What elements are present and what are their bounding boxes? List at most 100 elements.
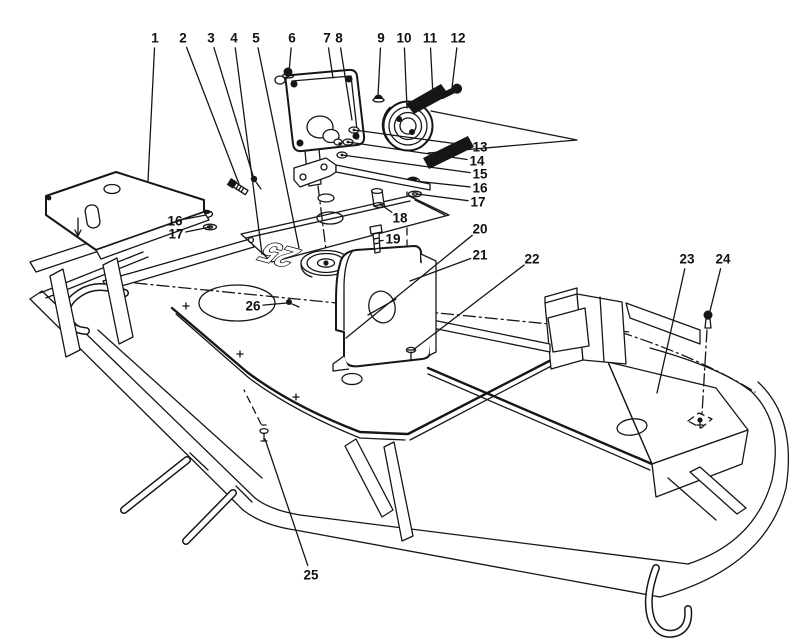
- leader-line: [264, 438, 309, 567]
- callout-number: 11: [423, 31, 438, 46]
- callout-number: 19: [385, 232, 400, 247]
- spacer-18-icon: [370, 187, 386, 209]
- callout-number: 24: [715, 252, 731, 267]
- chute-blade: [689, 466, 747, 515]
- deck-oval-hole-center: [341, 372, 363, 386]
- left-fins: [49, 257, 134, 358]
- bolt-2-icon: [226, 178, 249, 196]
- callout-number: 14: [469, 154, 485, 169]
- leader-line: [414, 180, 471, 188]
- callout-19: 19: [378, 232, 401, 247]
- callout-5: 5: [252, 31, 300, 249]
- leader-line: [257, 47, 300, 249]
- leader-line: [353, 129, 471, 147]
- bolt-24-icon: [701, 310, 713, 415]
- screw-25-icon: [243, 389, 269, 442]
- callout-number: 3: [207, 31, 215, 46]
- callout-number: 4: [230, 31, 238, 46]
- callout-11: 11: [423, 31, 438, 97]
- screw-22-icon: [405, 346, 417, 361]
- callout-number: 23: [679, 252, 695, 267]
- leader-line: [234, 47, 263, 255]
- leader-line: [656, 268, 686, 394]
- callout-15: 15: [341, 154, 488, 182]
- callout-number: 9: [377, 31, 385, 46]
- output-cone: [306, 115, 343, 146]
- screw-26-icon: [286, 299, 300, 308]
- plate-arrow-mark: [74, 217, 82, 237]
- belt-cover-bracket: [332, 245, 437, 372]
- callout-number: 18: [392, 211, 408, 226]
- callout-25: 25: [264, 438, 319, 583]
- drive-pulley: [381, 100, 434, 152]
- callout-number: 12: [450, 31, 465, 46]
- callout-number: 7: [323, 31, 331, 46]
- callout-number: 16: [167, 214, 183, 229]
- callout-24: 24: [708, 252, 731, 316]
- dome-nut-9-icon: [372, 94, 385, 103]
- leader-line: [147, 47, 156, 182]
- callout-23: 23: [656, 252, 695, 394]
- callout-7: 7: [323, 31, 334, 79]
- callout-16: 16: [167, 214, 207, 229]
- callout-10: 10: [396, 31, 412, 109]
- callout-2: 2: [179, 31, 240, 185]
- leader-line: [339, 47, 353, 121]
- bolt-19-icon: [369, 224, 383, 254]
- cover-plate: [45, 171, 210, 260]
- seat-screw-icon: [696, 417, 704, 429]
- deck-oval-hole-right: [616, 418, 648, 436]
- leader-line: [451, 47, 458, 89]
- leader-line: [262, 302, 288, 306]
- callout-number: 25: [303, 568, 319, 583]
- callout-number: 13: [472, 140, 488, 155]
- callout-number: 20: [472, 222, 487, 237]
- leader-line: [347, 141, 468, 161]
- bolt-target-outline: [687, 412, 713, 429]
- mount-prongs: [120, 452, 253, 545]
- leader-line: [429, 47, 434, 97]
- leader-line: [403, 47, 408, 109]
- callout-number: 2: [179, 31, 187, 46]
- leader-line: [185, 46, 240, 185]
- callout-number: 5: [252, 31, 260, 46]
- leader-line: [288, 47, 292, 73]
- center-fins: [344, 438, 414, 542]
- callout-16: 16: [414, 180, 488, 196]
- callout-26: 26: [245, 299, 288, 314]
- callout-number: 15: [472, 167, 488, 182]
- callout-number: 17: [168, 227, 183, 242]
- right-platform: [607, 361, 749, 521]
- leader-line: [377, 47, 382, 97]
- callout-number: 8: [335, 31, 343, 46]
- callout-14: 14: [347, 141, 485, 169]
- gearbox-mount-bracket: [293, 157, 431, 191]
- leader-line: [345, 234, 473, 339]
- callout-1: 1: [147, 31, 159, 182]
- callout-18: 18: [379, 203, 408, 226]
- callout-12: 12: [450, 31, 466, 89]
- gearbox: [274, 68, 366, 153]
- callout-20: 20: [345, 222, 488, 339]
- right-hanger-tube: [644, 564, 693, 638]
- leader-line: [378, 239, 384, 242]
- callout-number: 26: [245, 299, 261, 314]
- leader-line: [416, 193, 469, 202]
- callout-13: 13: [353, 129, 488, 155]
- callout-21: 21: [409, 248, 488, 282]
- callout-number: 17: [470, 195, 485, 210]
- leader-line: [341, 154, 471, 174]
- callout-number: 6: [288, 31, 296, 46]
- leader-line: [412, 264, 525, 351]
- leader-line: [409, 257, 472, 282]
- leader-line: [185, 226, 211, 233]
- callout-number: 10: [396, 31, 411, 46]
- callout-4: 4: [230, 31, 263, 255]
- leader-line: [708, 268, 722, 316]
- callout-9: 9: [377, 31, 385, 97]
- leader-line: [184, 214, 207, 220]
- leader-line: [327, 47, 334, 79]
